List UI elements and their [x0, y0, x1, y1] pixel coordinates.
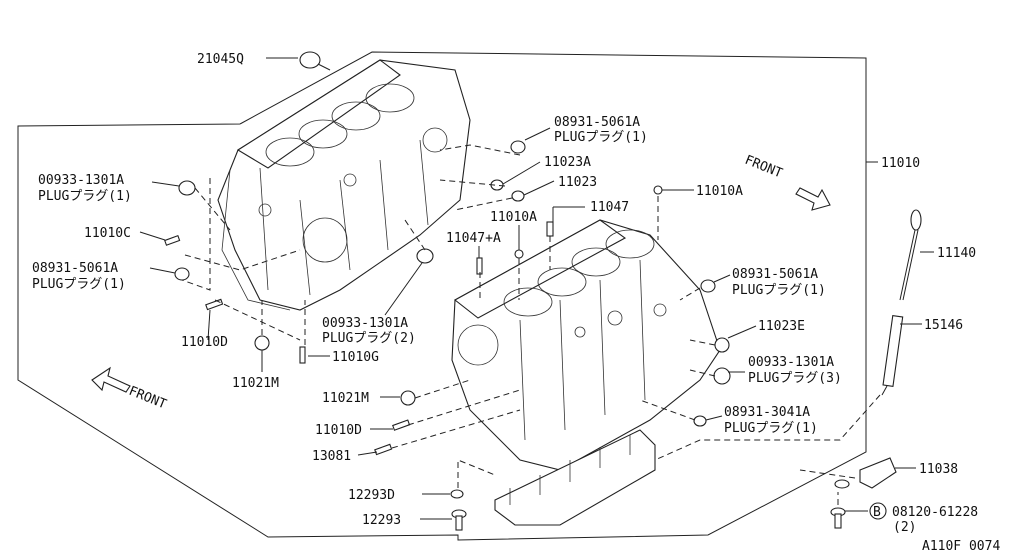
plug-00933-mid — [416, 248, 434, 264]
bracket-11038 — [834, 457, 897, 489]
label-11023e: 11023E — [758, 319, 805, 334]
pin-11010g — [299, 346, 306, 364]
bolt-08120 — [830, 507, 846, 529]
label-qty2: (2) — [893, 520, 916, 535]
dowel-11010d-mid — [392, 419, 411, 431]
label-11023a: 11023A — [544, 155, 591, 170]
dowel-11010c — [164, 235, 181, 246]
plug-08931-left — [174, 267, 190, 281]
label-00933-mid: 00933-1301A — [322, 316, 408, 331]
pin-13081 — [374, 443, 393, 456]
washer-12293d — [450, 489, 464, 499]
label-plug1-left2: PLUGプラグ(1) — [32, 277, 126, 292]
label-plug1-bottom: PLUGプラグ(1) — [724, 421, 818, 436]
label-11010c: 11010C — [84, 226, 131, 241]
label-13081: 13081 — [312, 449, 351, 464]
dowel-11010d-left — [205, 298, 224, 311]
oil-pan — [494, 429, 656, 526]
label-plug1-left: PLUGプラグ(1) — [38, 189, 132, 204]
front-arrow-icon — [795, 187, 831, 211]
dowel-11010a-right — [653, 185, 663, 195]
dowel-11010a-mid — [514, 249, 524, 259]
label-plug1-right: PLUGプラグ(1) — [732, 283, 826, 298]
label-08931-5061a-left: 08931-5061A — [32, 261, 118, 276]
label-00933-right: 00933-1301A — [748, 355, 834, 370]
label-11023: 11023 — [558, 175, 597, 190]
frame-outline — [17, 51, 867, 541]
label-08931-3041a: 08931-3041A — [724, 405, 810, 420]
pin-11047a — [476, 257, 483, 275]
plug-00933-right — [713, 367, 731, 385]
label-11010d-mid: 11010D — [315, 423, 362, 438]
label-11021m-mid: 11021M — [322, 391, 369, 406]
diagram-id: A110F 0074 — [922, 539, 1000, 554]
label-11140: 11140 — [937, 246, 976, 261]
label-08931-5061a-right: 08931-5061A — [732, 267, 818, 282]
label-11010d-left: 11010D — [181, 335, 228, 350]
cylinder-block-lower — [451, 219, 721, 471]
label-bolt-b: B — [873, 505, 881, 520]
cylinder-block-upper — [217, 59, 471, 311]
bolt-b-icon — [869, 502, 887, 520]
nut-11021m-left — [254, 335, 270, 351]
plug-top — [510, 140, 526, 154]
label-11010: 11010 — [881, 156, 920, 171]
label-front-right: FRONT — [743, 153, 785, 182]
bolt-12293 — [451, 509, 467, 531]
labels: 21045Q 08931-5061A PLUGプラグ(1) 11023A 110… — [32, 52, 1000, 554]
part-21045q — [299, 51, 331, 71]
label-11010a-mid: 11010A — [490, 210, 537, 225]
label-08120-61228: 08120-61228 — [892, 505, 978, 520]
label-plug1-top: PLUGプラグ(1) — [554, 130, 648, 145]
dipstick-11140 — [899, 209, 922, 301]
label-plug3-right: PLUGプラグ(3) — [748, 371, 842, 386]
label-08931-5061a-top: 08931-5061A — [554, 115, 640, 130]
plug-08931-3041a — [693, 415, 707, 427]
seal-11023e — [714, 337, 730, 353]
guide-tube-15146 — [881, 315, 904, 396]
label-front-left: FRONT — [127, 384, 169, 413]
label-15146: 15146 — [924, 318, 963, 333]
leader-lines — [139, 57, 934, 520]
label-11010a-right: 11010A — [696, 184, 743, 199]
label-21045q: 21045Q — [197, 52, 244, 67]
plug-00933-left — [178, 180, 196, 196]
label-12293: 12293 — [362, 513, 401, 528]
label-12293d: 12293D — [348, 488, 395, 503]
label-11010g: 11010G — [332, 350, 379, 365]
label-11047: 11047 — [590, 200, 629, 215]
plug-08931-right — [700, 279, 716, 293]
label-11021m-left: 11021M — [232, 376, 279, 391]
label-11047a: 11047+A — [446, 231, 501, 246]
front-arrow-icon — [91, 366, 131, 393]
plug-11023 — [511, 190, 525, 202]
label-00933-left: 00933-1301A — [38, 173, 124, 188]
label-11038: 11038 — [919, 462, 958, 477]
pin-11047 — [546, 221, 554, 237]
label-plug2-mid: PLUGプラグ(2) — [322, 331, 416, 346]
nut-11021m-mid — [400, 390, 416, 406]
guide-lines — [181, 144, 881, 505]
